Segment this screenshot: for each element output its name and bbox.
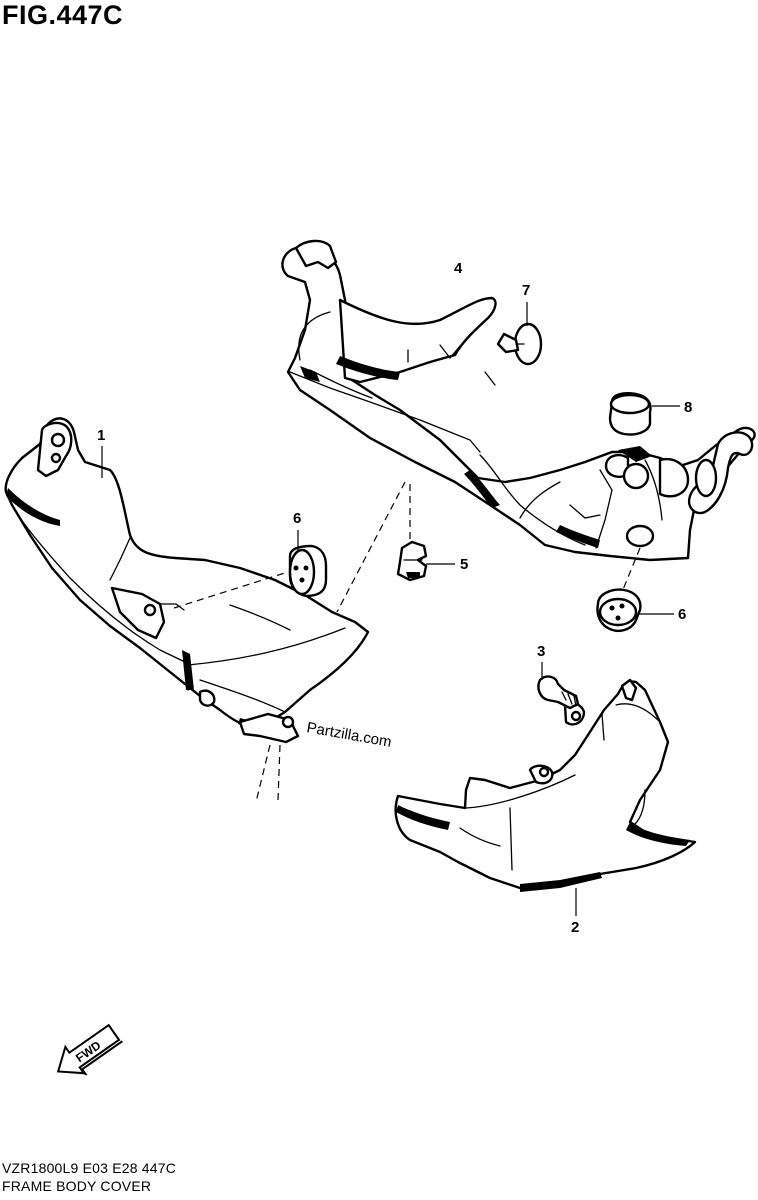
part-6-grommet-right[interactable] xyxy=(596,588,642,632)
callout-8: 8 xyxy=(652,399,692,416)
watermark-text: Partzilla.com xyxy=(305,719,393,751)
svg-text:6: 6 xyxy=(678,606,686,623)
assembly-lines xyxy=(173,481,641,803)
part-8-cushion[interactable] xyxy=(608,392,652,436)
callout-4: 4 xyxy=(454,260,463,277)
part-3-screw[interactable] xyxy=(537,675,580,710)
part-5-clip[interactable] xyxy=(396,540,428,582)
part-7-rivet[interactable] xyxy=(496,322,543,366)
callout-7: 7 xyxy=(522,282,530,326)
part-1-left-cover[interactable] xyxy=(4,417,370,744)
callout-6-left: 6 xyxy=(293,510,301,550)
svg-text:8: 8 xyxy=(684,399,692,416)
svg-text:4: 4 xyxy=(454,260,463,277)
svg-text:3: 3 xyxy=(537,643,545,660)
part-2-lower-cover[interactable] xyxy=(394,678,697,892)
part-4-bracket[interactable] xyxy=(281,239,756,562)
part-6-grommet-left[interactable] xyxy=(288,544,328,598)
callout-3: 3 xyxy=(537,643,545,680)
callout-1: 1 xyxy=(97,427,105,478)
fwd-arrow-icon: FWD xyxy=(56,1023,123,1076)
callout-5: 5 xyxy=(426,556,468,573)
svg-text:1: 1 xyxy=(97,427,105,444)
callout-2: 2 xyxy=(571,888,579,936)
svg-text:6: 6 xyxy=(293,510,301,527)
footer-model-code: VZR1800L9 E03 E28 447C xyxy=(2,1160,177,1176)
footer-section-name: FRAME BODY COVER xyxy=(2,1178,152,1194)
figure-title: FIG.447C xyxy=(2,0,124,30)
callout-6-right: 6 xyxy=(638,606,686,623)
svg-text:7: 7 xyxy=(522,282,530,299)
svg-text:5: 5 xyxy=(460,556,468,573)
svg-text:2: 2 xyxy=(571,919,579,936)
